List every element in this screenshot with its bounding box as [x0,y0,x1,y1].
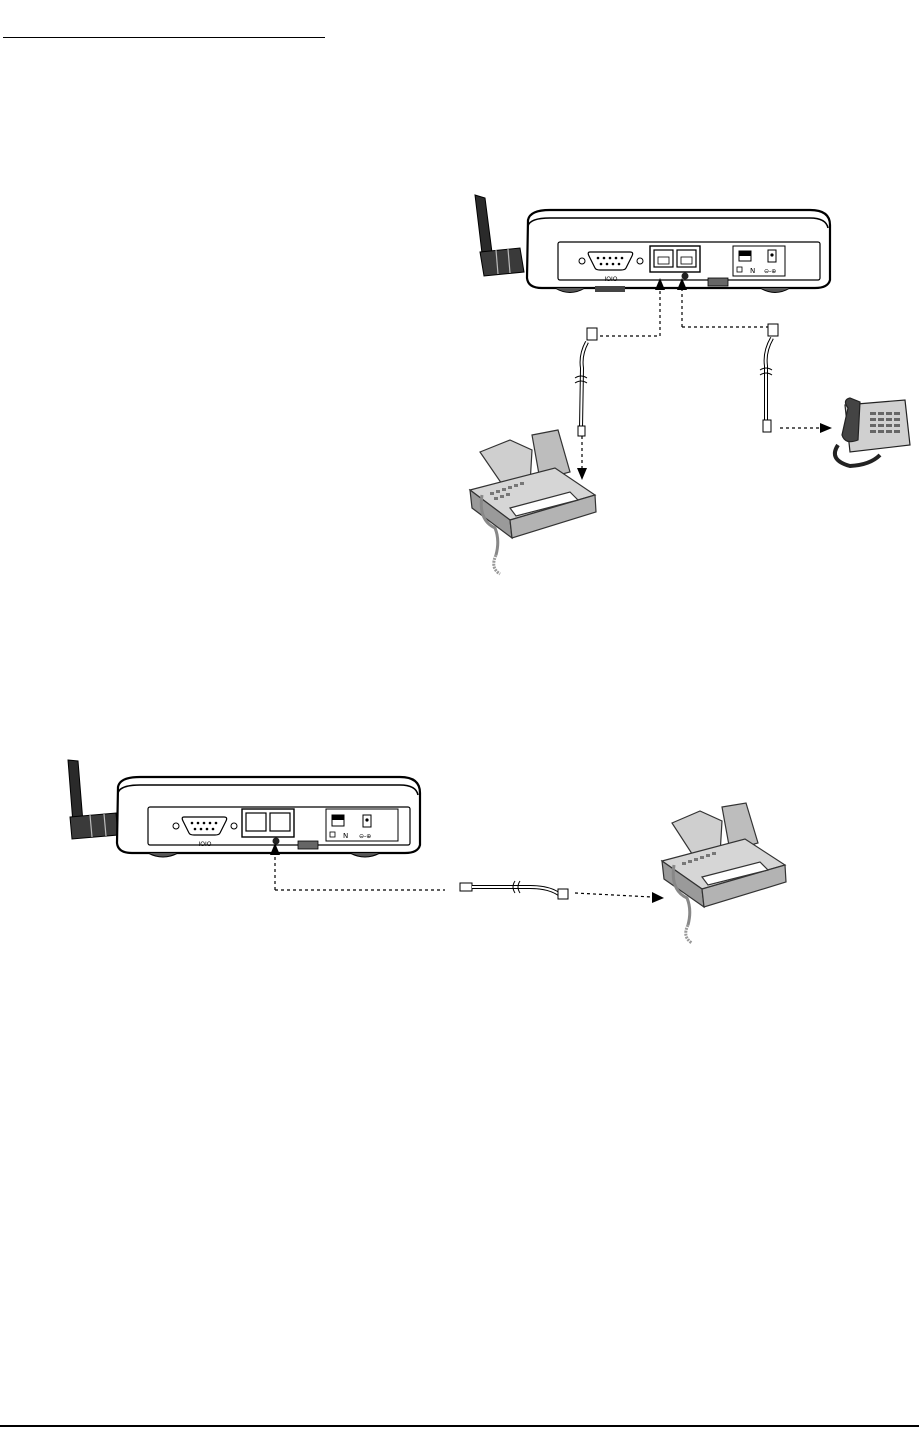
antenna-icon [475,195,524,276]
svg-text:N: N [750,267,755,275]
footer-rule [0,1425,919,1427]
antenna-icon [68,760,118,839]
fax-machine-icon [470,430,596,574]
phone-cable-icon [460,881,568,899]
phone-cable-icon [575,328,597,436]
telephone-icon [835,398,910,466]
connection-arrows [577,278,832,480]
header-rule [3,37,325,38]
svg-text:N: N [343,832,348,840]
svg-text:IOIO: IOIO [199,841,212,848]
phone-cable-icon [760,324,778,432]
power-switch-icon: N [733,246,785,276]
svg-text:⊖-⊕: ⊖-⊕ [764,268,776,275]
figure-fax-only-connection: IOIO N ⊖-⊕ [60,755,800,950]
svg-text:IOIO: IOIO [605,276,618,283]
figure-fax-and-phone-connection: IOIO N ⊖-⊕ [450,190,919,590]
fax-machine-icon [662,803,786,943]
svg-text:⊖-⊕: ⊖-⊕ [359,833,371,840]
